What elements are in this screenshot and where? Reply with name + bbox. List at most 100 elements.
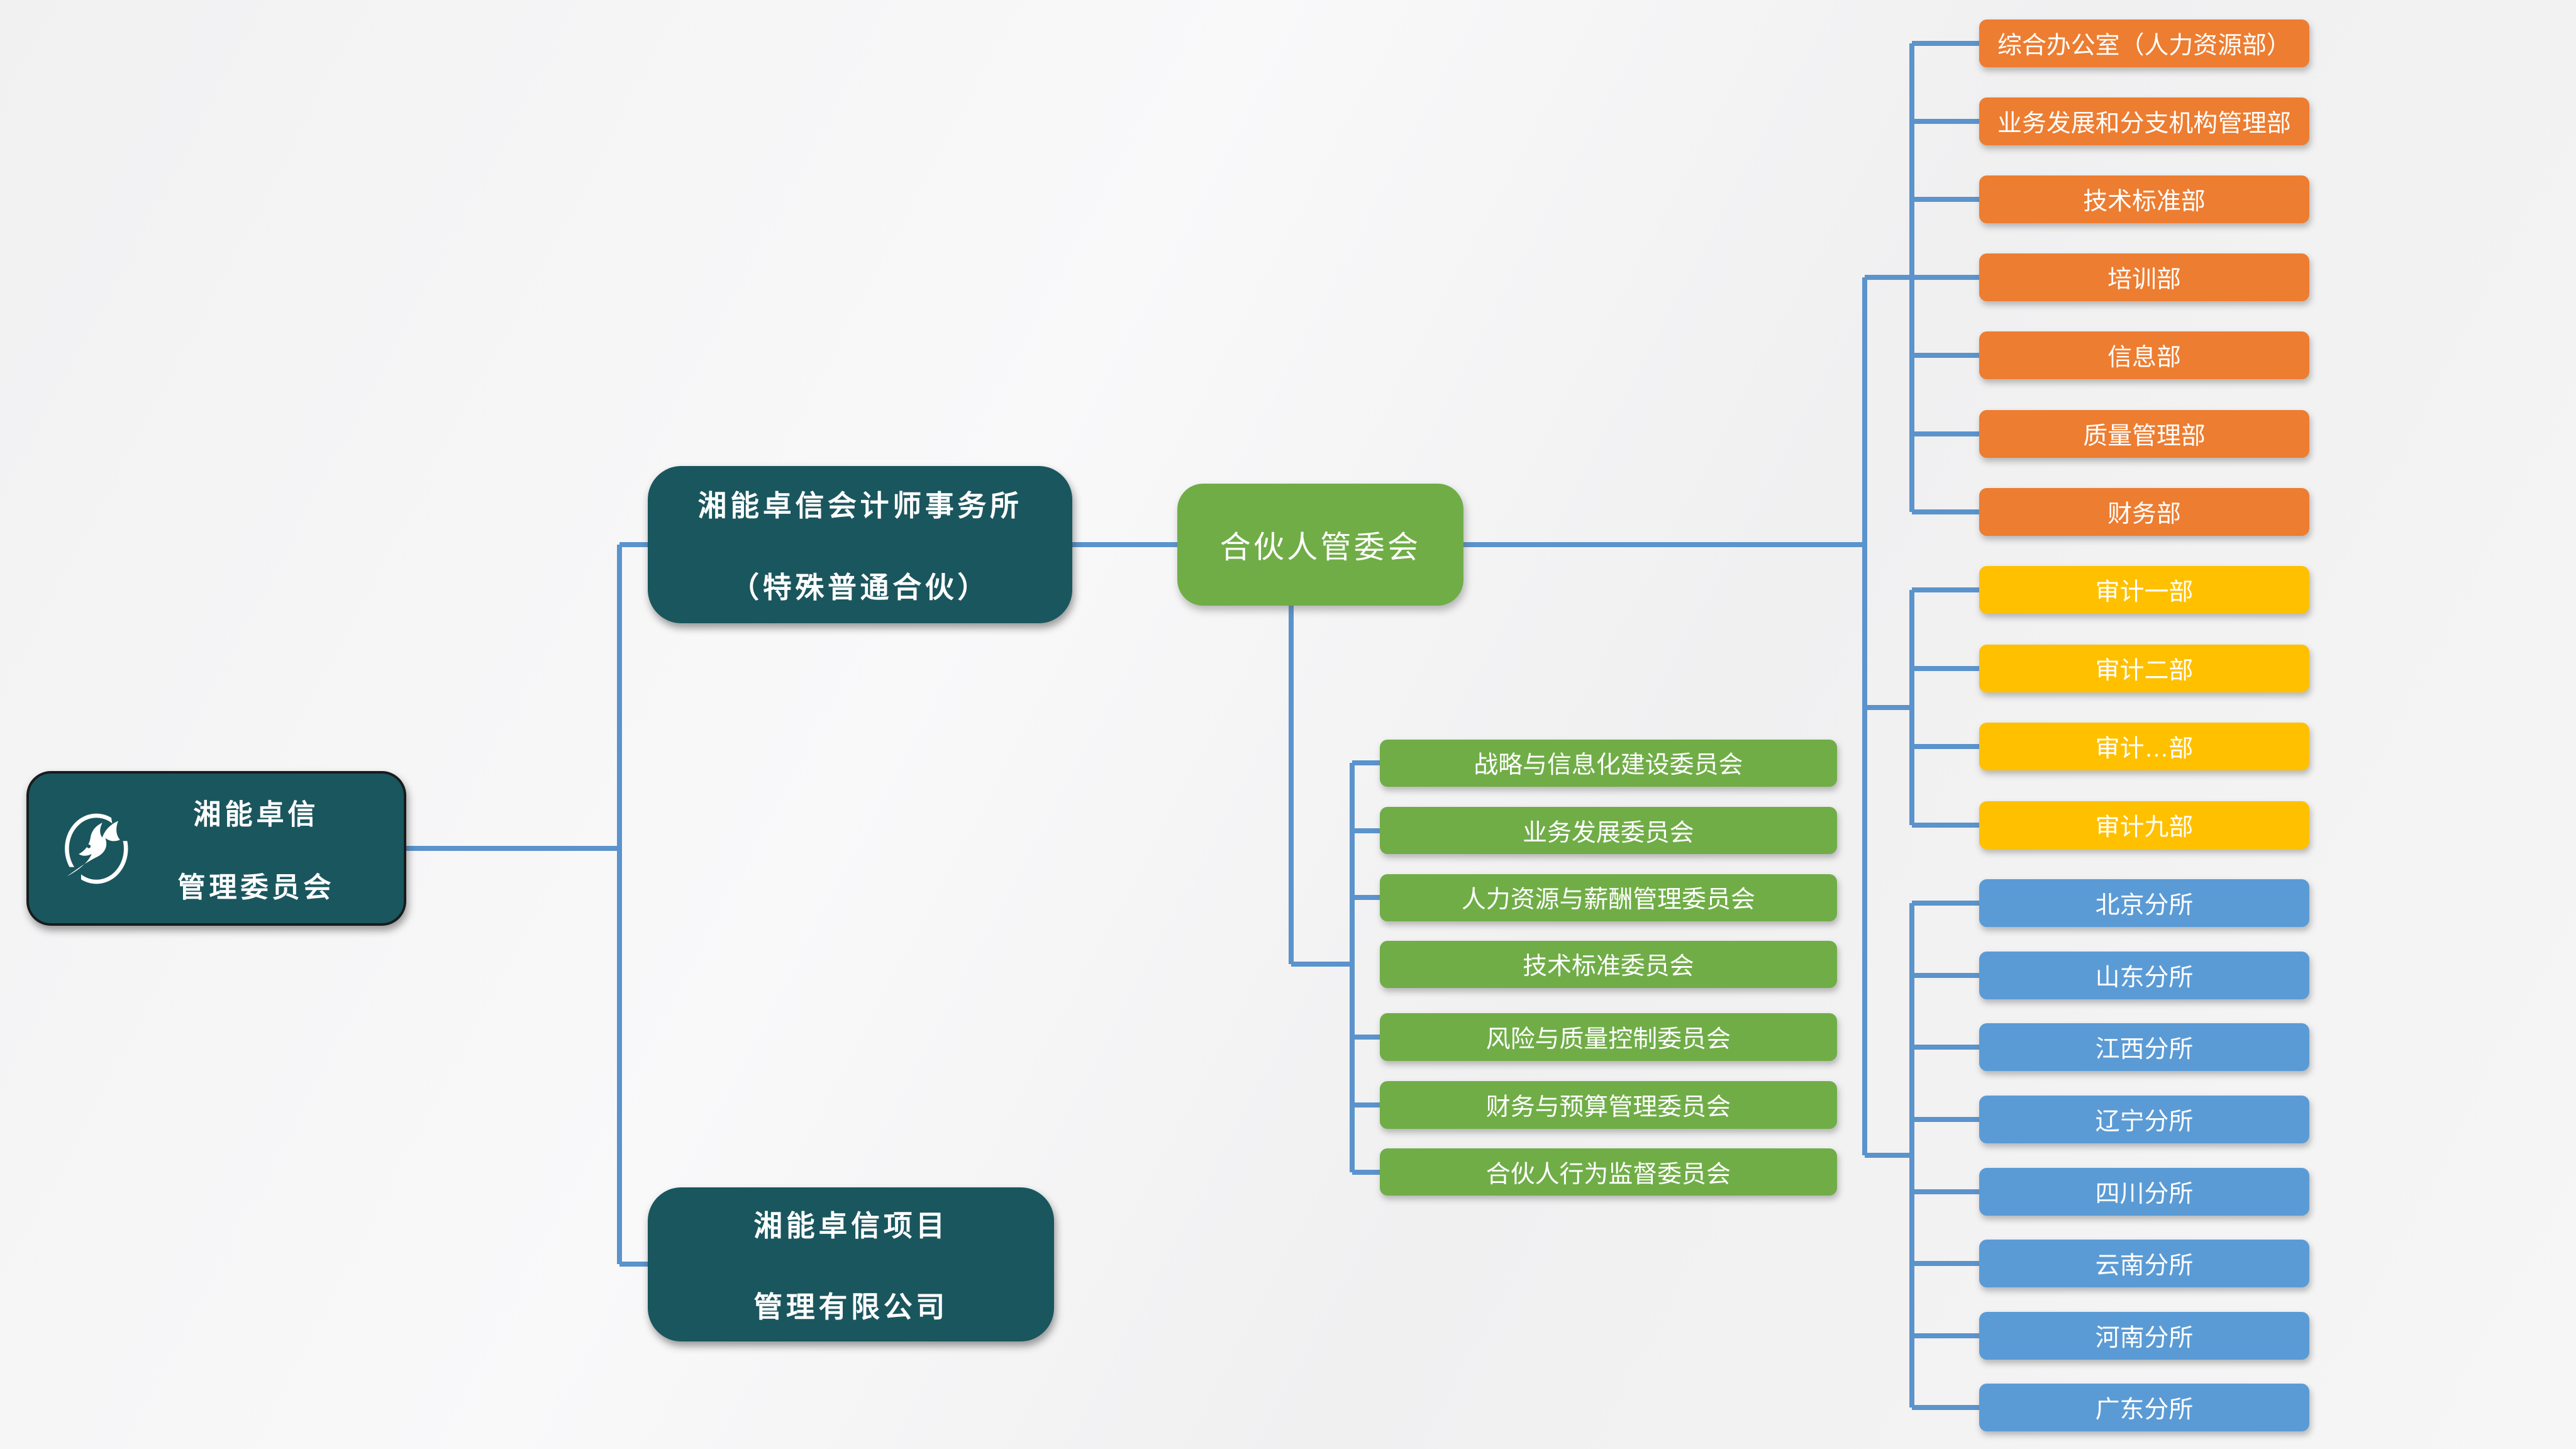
connector-line	[1912, 972, 1979, 979]
connector-line	[406, 845, 620, 852]
project-company-label-line2: 管理有限公司	[753, 1291, 948, 1324]
branch-node: 北京分所	[1979, 879, 2310, 928]
audit-department-node: 审计二部	[1979, 645, 2310, 693]
branch-node: 山东分所	[1979, 952, 2310, 1000]
connector-line	[1912, 431, 1979, 437]
partner-committee-node: 合伙人管委会	[1177, 484, 1463, 606]
department-node: 技术标准部	[1979, 175, 2310, 224]
committee-label: 业务发展委员会	[1523, 819, 1694, 847]
firm-label-line2: （特殊普通合伙）	[730, 570, 991, 604]
connector-line	[1352, 1102, 1380, 1108]
audit-department-label: 审计九部	[2095, 814, 2194, 841]
root-node: 湘能卓信 管理委员会	[26, 770, 406, 926]
department-node: 培训部	[1979, 253, 2310, 301]
committee-node: 财务与预算管理委员会	[1379, 1081, 1837, 1129]
root-label-line1: 湘能卓信	[193, 799, 319, 831]
connector-line	[1349, 763, 1355, 1172]
connector-line	[1912, 665, 1979, 672]
committee-label: 合伙人行为监督委员会	[1485, 1160, 1731, 1188]
branch-label: 山东分所	[2095, 964, 2194, 992]
committee-label: 战略与信息化建设委员会	[1474, 752, 1743, 779]
connector-line	[616, 545, 623, 1264]
department-label: 培训部	[2107, 265, 2181, 293]
department-label: 质量管理部	[2083, 423, 2206, 450]
branch-node: 四川分所	[1979, 1168, 2310, 1216]
connector-line	[1912, 40, 1979, 46]
branch-label: 四川分所	[2095, 1180, 2194, 1208]
connector-line	[1463, 541, 1865, 548]
committee-node: 人力资源与薪酬管理委员会	[1379, 874, 1837, 921]
connector-line	[1352, 1169, 1380, 1175]
connector-line	[1352, 828, 1380, 833]
department-node: 业务发展和分支机构管理部	[1979, 97, 2310, 146]
department-node: 综合办公室（人力资源部）	[1979, 19, 2310, 68]
company-logo-icon	[60, 809, 132, 889]
project-company-label-line1: 湘能卓信项目	[753, 1209, 948, 1242]
audit-department-node: 审计一部	[1979, 565, 2310, 614]
root-label-line2: 管理委员会	[177, 872, 335, 903]
connector-line	[1912, 1189, 1979, 1195]
branch-label: 广东分所	[2095, 1396, 2194, 1424]
connector-line	[1912, 118, 1979, 125]
connector-line	[1909, 903, 1915, 1408]
connector-line	[1862, 277, 1868, 1155]
firm-node: 湘能卓信会计师事务所 （特殊普通合伙）	[648, 466, 1073, 624]
department-label: 财务部	[2107, 501, 2181, 528]
department-node: 信息部	[1979, 331, 2310, 379]
branch-label: 河南分所	[2095, 1324, 2194, 1352]
branch-label: 辽宁分所	[2095, 1108, 2194, 1136]
branch-node: 河南分所	[1979, 1312, 2310, 1360]
audit-department-label: 审计二部	[2095, 657, 2194, 685]
connector-line	[1912, 509, 1979, 515]
firm-label-line1: 湘能卓信会计师事务所	[697, 489, 1023, 523]
committee-node: 风险与质量控制委员会	[1379, 1013, 1837, 1061]
connector-line	[1291, 961, 1352, 967]
connector-line	[1912, 274, 1979, 280]
department-label: 技术标准部	[2083, 188, 2206, 216]
department-label: 业务发展和分支机构管理部	[1997, 110, 2291, 138]
audit-department-label: 审计…部	[2095, 735, 2194, 763]
branch-node: 广东分所	[1979, 1384, 2310, 1432]
project-company-node: 湘能卓信项目 管理有限公司	[648, 1187, 1055, 1341]
connector-line	[1865, 704, 1913, 711]
branch-node: 江西分所	[1979, 1023, 2310, 1072]
committee-node: 业务发展委员会	[1379, 807, 1837, 855]
connector-line	[1909, 43, 1915, 512]
department-node: 质量管理部	[1979, 410, 2310, 458]
connector-line	[1352, 1034, 1380, 1040]
audit-department-node: 审计…部	[1979, 723, 2310, 771]
committee-node: 战略与信息化建设委员会	[1379, 739, 1837, 787]
department-label: 综合办公室（人力资源部）	[1997, 32, 2291, 60]
connector-line	[1288, 606, 1294, 965]
audit-department-label: 审计一部	[2095, 578, 2194, 606]
connector-line	[1912, 822, 1979, 828]
connector-line	[1865, 274, 1913, 280]
branch-label: 北京分所	[2095, 892, 2194, 919]
branch-label: 云南分所	[2095, 1252, 2194, 1280]
connector-line	[1912, 587, 1979, 593]
connector-line	[1352, 895, 1380, 901]
connector-line	[1912, 900, 1979, 906]
connector-line	[1912, 1333, 1979, 1339]
connector-line	[619, 1261, 648, 1267]
partner-committee-label: 合伙人管委会	[1219, 530, 1421, 565]
connector-line	[1912, 1116, 1979, 1123]
connector-line	[1072, 541, 1177, 548]
connector-line	[1352, 760, 1380, 766]
connector-line	[619, 541, 648, 548]
connector-line	[1912, 1405, 1979, 1411]
connector-line	[1912, 1260, 1979, 1267]
committee-label: 技术标准委员会	[1523, 953, 1694, 980]
connector-line	[1909, 589, 1915, 825]
committee-label: 财务与预算管理委员会	[1485, 1094, 1731, 1121]
connector-line	[1912, 352, 1979, 358]
connector-line	[1865, 1152, 1913, 1158]
connector-line	[1912, 1045, 1979, 1050]
branch-label: 江西分所	[2095, 1036, 2194, 1063]
committee-node: 技术标准委员会	[1379, 940, 1837, 988]
committee-node: 合伙人行为监督委员会	[1379, 1148, 1837, 1196]
connector-line	[1912, 196, 1979, 203]
committee-label: 人力资源与薪酬管理委员会	[1461, 886, 1755, 914]
branch-node: 辽宁分所	[1979, 1096, 2310, 1144]
